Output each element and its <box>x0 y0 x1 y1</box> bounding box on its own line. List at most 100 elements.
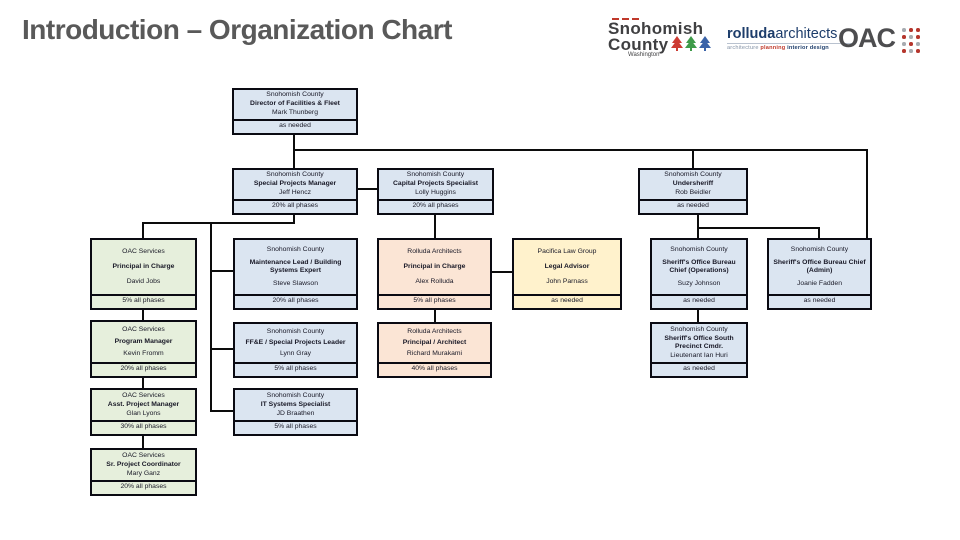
rolluda-architects-logo: rolludaarchitects architecture planning … <box>727 27 877 51</box>
connector-line <box>142 222 295 224</box>
box-person: Lolly Huggins <box>415 189 456 197</box>
box-org: OAC Services <box>122 326 165 334</box>
box-title: Special Projects Manager <box>253 180 337 188</box>
box-allocation: as needed <box>234 119 356 133</box>
connector-line <box>697 227 820 229</box>
connector-line <box>293 215 295 224</box>
connector-line <box>692 149 694 168</box>
connector-line <box>210 270 233 272</box>
box-title: Principal in Charge <box>112 262 175 270</box>
box-title: Program Manager <box>114 337 173 345</box>
box-person: Mark Thunberg <box>272 109 318 117</box>
box-org: OAC Services <box>122 451 165 459</box>
box-title: Legal Advisor <box>544 262 590 270</box>
connector-line <box>434 310 436 322</box>
box-title: Capital Projects Specialist <box>393 180 478 188</box>
box-title: Principal in Charge <box>403 262 466 270</box>
box-org: Snohomish County <box>790 245 849 253</box>
box-org: OAC Services <box>122 247 165 255</box>
box-org: Snohomish County <box>266 171 324 179</box>
box-allocation: 20% all phases <box>92 362 195 376</box>
connector-line <box>293 149 868 151</box>
box-allocation: 40% all phases <box>379 362 490 376</box>
box-title: Principal / Architect <box>402 338 467 346</box>
box-org: Pacifica Law Group <box>537 247 597 255</box>
box-org: Snohomish County <box>266 327 325 335</box>
connector-line <box>866 149 868 238</box>
box-person: Jeff Hencz <box>279 189 311 197</box>
rolluda-tagline: architecture planning interior design <box>727 43 855 51</box>
box-person: Rob Beidler <box>675 189 711 197</box>
box-person: JD Braathen <box>276 410 315 418</box>
box-title: Sheriff's Office Bureau Chief (Admin) <box>773 258 866 275</box>
box-person: Lieutenant Ian Huri <box>670 352 728 360</box>
connector-line <box>818 227 820 238</box>
connector-line <box>358 188 377 190</box>
connector-line <box>210 222 212 412</box>
snohomish-county-logo: Snohomish County Washington <box>608 18 726 59</box>
box-allocation: as needed <box>640 199 746 213</box>
box-person: Kevin Fromm <box>123 349 164 357</box>
box-title: Sheriff's Office Bureau Chief (Operation… <box>662 258 736 275</box>
washington-logo-text: Washington <box>628 52 660 58</box>
box-allocation: as needed <box>652 362 746 376</box>
box-org: Snohomish County <box>266 391 325 399</box>
trees-icon <box>671 36 712 51</box>
connector-line <box>697 227 699 238</box>
box-allocation: as needed <box>769 294 870 308</box>
box-person: Steve Slawson <box>273 280 318 288</box>
box-person: Mary Ganz <box>126 470 161 478</box>
box-allocation: 20% all phases <box>92 480 195 494</box>
connector-line <box>697 310 699 322</box>
connector-line <box>210 348 233 350</box>
box-org: Snohomish County <box>670 245 728 253</box>
box-allocation: 30% all phases <box>92 420 195 434</box>
connector-line <box>697 215 699 229</box>
box-allocation: as needed <box>514 294 620 308</box>
oac-logo-text: OAC <box>838 23 896 53</box>
connector-line <box>434 215 436 238</box>
box-org: OAC Services <box>122 391 165 399</box>
connector-line <box>142 222 144 238</box>
connector-line <box>210 410 233 412</box>
snohomish-logo-text: Snohomish <box>608 19 704 38</box>
box-allocation: 5% all phases <box>235 362 356 376</box>
box-allocation: 5% all phases <box>92 294 195 308</box>
box-org: Rolluda Architects <box>407 327 462 335</box>
box-org: Snohomish County <box>664 171 722 179</box>
box-person: Richard Murakami <box>406 350 463 358</box>
box-title: Maintenance Lead / Building Systems Expe… <box>249 258 342 275</box>
box-org: Rolluda Architects <box>407 247 462 255</box>
box-allocation: 20% all phases <box>379 199 492 213</box>
box-person: Alex Rolluda <box>415 278 454 286</box>
county-logo-text: County <box>608 35 669 54</box>
box-allocation: 20% all phases <box>235 294 356 308</box>
box-title: FF&E / Special Projects Leader <box>245 338 346 346</box>
box-title: Asst. Project Manager <box>107 400 180 408</box>
connector-line <box>492 271 512 273</box>
box-person: Joanie Fadden <box>797 280 842 288</box>
box-person: David Jobs <box>126 278 161 286</box>
page-title: Introduction – Organization Chart <box>22 14 452 45</box>
oac-logo: OAC <box>838 25 921 54</box>
box-title: Director of Facilities & Fleet <box>250 100 340 108</box>
box-allocation: as needed <box>652 294 746 308</box>
box-org: Snohomish County <box>670 325 728 333</box>
connector-line <box>293 135 295 168</box>
oac-dots-icon <box>902 28 921 54</box>
